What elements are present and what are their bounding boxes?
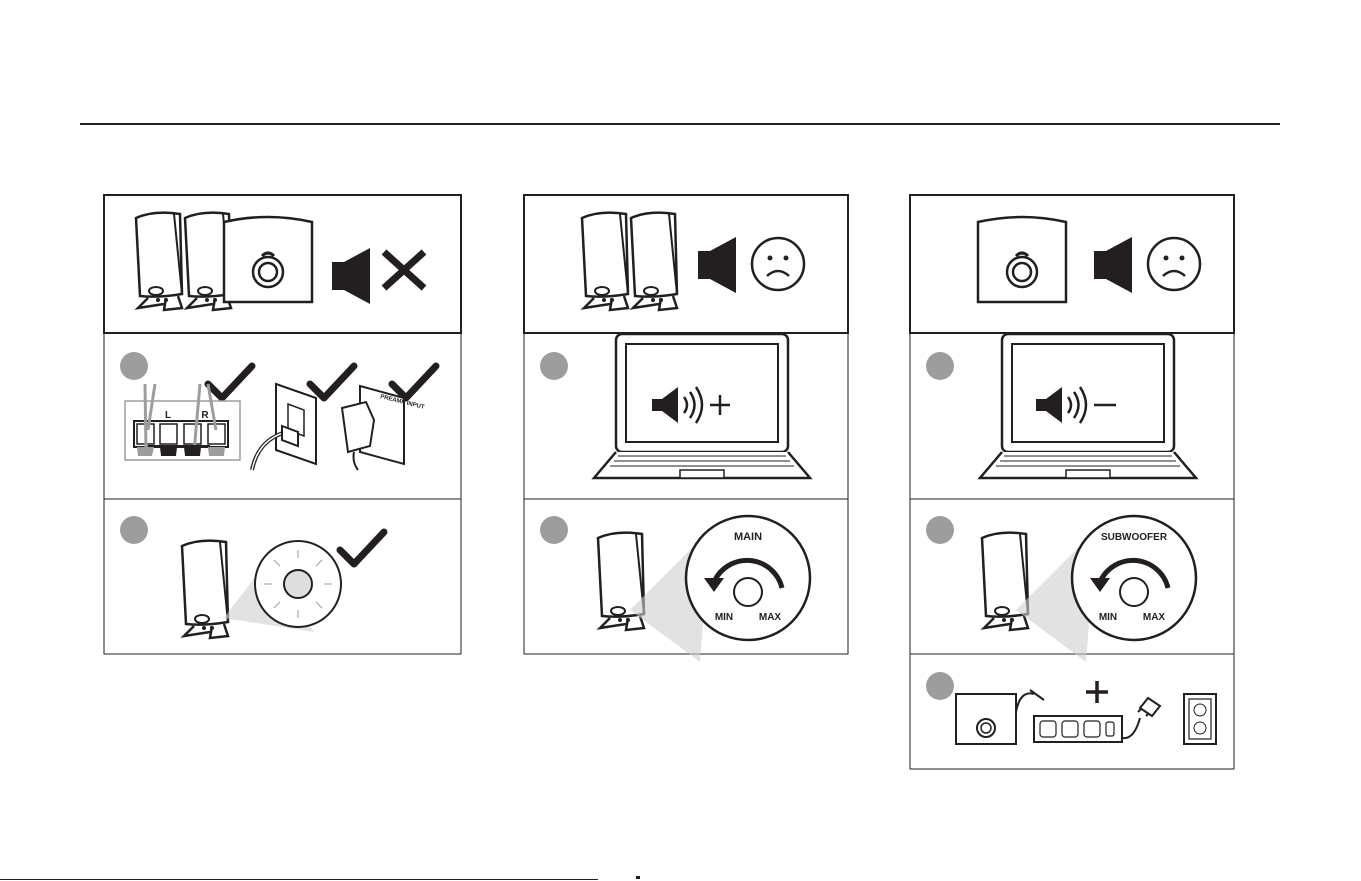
sad-face-icon bbox=[752, 238, 804, 290]
dial-min-label: MIN bbox=[715, 612, 733, 623]
step-badge bbox=[120, 352, 148, 380]
subwoofer-icon bbox=[224, 217, 312, 302]
terminal-left-label: L bbox=[165, 410, 171, 421]
subwoofer-volume-knob-icon: SUBWOOFER MIN MAX bbox=[1072, 516, 1196, 640]
check-icon bbox=[208, 366, 252, 398]
power-adapter-icon: PREAMP INPUT bbox=[342, 386, 425, 470]
satellite-speaker-icon bbox=[598, 533, 644, 630]
wall-outlet-icon bbox=[1184, 694, 1216, 744]
sad-face-icon bbox=[1148, 238, 1200, 290]
terminal-right-label: R bbox=[201, 410, 209, 421]
dial-min-label: MIN bbox=[1099, 612, 1117, 623]
low-sound-icon bbox=[1094, 237, 1132, 293]
wall-outlet-icon bbox=[252, 384, 316, 470]
main-volume-knob-icon: MAIN MIN MAX bbox=[686, 516, 810, 640]
dial-label-subwoofer: SUBWOOFER bbox=[1101, 532, 1168, 543]
satellite-speaker-icon bbox=[982, 533, 1028, 630]
muted-icon bbox=[332, 248, 424, 304]
step-badge bbox=[120, 516, 148, 544]
power-led-zoom-icon bbox=[255, 541, 341, 627]
check-icon bbox=[392, 366, 436, 398]
dial-label-main: MAIN bbox=[734, 531, 762, 543]
power-strip-icon bbox=[1034, 698, 1160, 742]
step-badge bbox=[926, 672, 954, 700]
plus-icon bbox=[1086, 681, 1108, 703]
dial-max-label: MAX bbox=[1143, 612, 1166, 623]
step-badge bbox=[540, 352, 568, 380]
check-icon bbox=[340, 532, 384, 564]
dial-max-label: MAX bbox=[759, 612, 782, 623]
satellite-speaker-icon bbox=[182, 541, 228, 638]
step-badge bbox=[926, 516, 954, 544]
speaker-pair-icon bbox=[582, 213, 677, 310]
step-badge bbox=[540, 516, 568, 544]
low-sound-icon bbox=[698, 237, 736, 293]
check-icon bbox=[310, 366, 354, 398]
speaker-pair-icon bbox=[136, 213, 231, 310]
step-badge bbox=[926, 352, 954, 380]
subwoofer-icon bbox=[956, 690, 1044, 744]
laptop-icon bbox=[980, 334, 1196, 478]
subwoofer-icon bbox=[978, 217, 1066, 302]
